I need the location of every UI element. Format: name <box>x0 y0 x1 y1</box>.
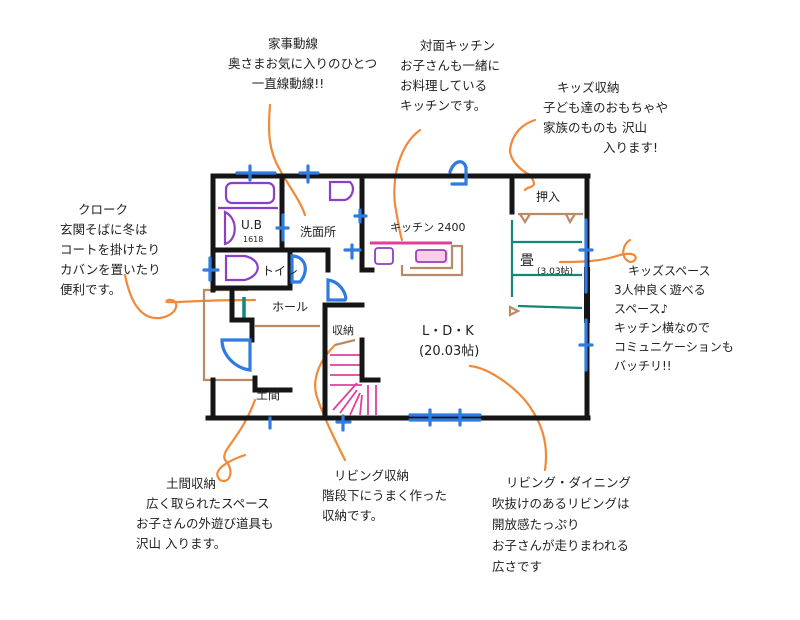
note-kitchen: 対面キッチン お子さんも一緒に お料理している キッチンです。 <box>400 36 500 116</box>
room-label-doma: 土間 <box>256 388 281 402</box>
window-ub <box>235 164 277 182</box>
room-label-washroom: 洗面所 <box>300 225 337 239</box>
note-title: 家事動線 <box>267 36 318 51</box>
walls <box>205 173 591 421</box>
window-tatami <box>578 218 594 294</box>
note-line: コートを掛けたり <box>60 242 161 257</box>
note-title: キッズスペース <box>628 264 711 278</box>
entrance-door <box>220 338 252 372</box>
room-label-storage: 収納 <box>332 324 354 337</box>
windows-doors <box>202 160 594 432</box>
note-line: 開放感たっぷり <box>492 517 580 532</box>
note-housework: 家事動線 奥さまお気に入りのひとつ 一直線動線!! <box>228 34 378 94</box>
note-kids-storage: キッズ収納 子ども達のおもちゃや 家族のものも 沢山 入ります! <box>543 78 668 158</box>
room-label-ub: U.B <box>241 218 262 232</box>
tatami-corner <box>508 305 521 317</box>
washbasin-icon <box>328 180 354 202</box>
room-size-ub: 1618 <box>243 235 264 244</box>
note-line: 3人仲良く遊べる <box>614 283 706 297</box>
bath-fixtures <box>218 180 354 282</box>
door-hall-ldk <box>326 278 348 302</box>
note-line: 子ども達のおもちゃや <box>543 100 669 115</box>
stove-icon <box>374 247 394 265</box>
note-line: お子さんが走りまわれる <box>492 538 629 553</box>
note-line: 広さです <box>492 559 543 574</box>
leader-kids-space <box>558 238 637 264</box>
note-living-dining: リビング・ダイニング 吹抜けのあるリビングは 開放感たっぷり お子さんが走りまわ… <box>492 472 631 577</box>
room-size-tatami: (3.03帖) <box>537 267 574 277</box>
note-line: 家族のものも 沢山 <box>543 120 647 135</box>
sink-icon <box>415 249 447 263</box>
room-size-ldk: (20.03帖) <box>419 344 480 359</box>
window-ldk-bottom <box>408 408 482 427</box>
leader-kids-storage <box>508 118 537 192</box>
door-washroom-hall <box>343 243 362 260</box>
note-line: 収納です。 <box>322 508 384 523</box>
oshiire-rail <box>518 212 583 225</box>
note-line: 玄関そばに冬は <box>60 222 148 237</box>
leader-kitchen <box>393 128 422 242</box>
note-line: 入ります! <box>603 140 659 155</box>
toilet-icon <box>224 254 259 282</box>
note-line: コミュニケーションも <box>614 340 734 354</box>
window-toilet <box>202 256 220 282</box>
note-title: 対面キッチン <box>420 38 496 53</box>
door-toilet <box>290 254 307 284</box>
leader-ldk <box>468 364 548 472</box>
room-label-tatami: 畳 <box>520 253 534 269</box>
note-title: リビング・ダイニング <box>506 475 632 490</box>
note-title: クローク <box>78 202 129 217</box>
note-line: 階段下にうまく作った <box>322 488 448 503</box>
note-line: スペース♪ <box>614 302 669 316</box>
kitchen-back-counter <box>400 244 464 277</box>
note-line: 吹抜けのあるリビングは <box>492 496 630 511</box>
bathtub-icon <box>224 181 276 205</box>
note-title: リビング収納 <box>334 468 410 483</box>
note-line: お子さんの外遊び道具も <box>136 516 274 531</box>
window-ldk-side <box>578 318 594 372</box>
bath-door-icon <box>223 210 236 246</box>
note-line: 広く取られたスペース <box>146 496 270 511</box>
room-label-ldk: L・D・K <box>422 324 474 339</box>
furniture-outlines <box>202 212 583 382</box>
door-ub <box>275 213 290 242</box>
room-label-kitchen: キッチン 2400 <box>390 221 466 234</box>
leader-cloak <box>123 273 257 320</box>
window-stairs <box>335 414 352 432</box>
stair-landing <box>334 338 356 347</box>
note-line: 一直線動線!! <box>251 76 325 91</box>
leader-lines <box>123 103 637 483</box>
note-line: 便利です。 <box>60 282 122 297</box>
room-label-toilet: トイレ <box>262 264 299 278</box>
note-line: 沢山 入ります。 <box>136 536 227 551</box>
note-title: キッズ収納 <box>557 80 620 95</box>
note-line: キッチン横なので <box>614 321 711 335</box>
room-label-hall: ホール <box>272 300 309 314</box>
leader-doma-storage <box>216 398 257 483</box>
door-top <box>448 160 468 186</box>
window-washroom <box>298 164 320 184</box>
room-label-oshiire: 押入 <box>536 190 561 204</box>
note-kids-space: キッズスペース 3人仲良く遊べる スペース♪ キッチン横なので コミュニケーショ… <box>614 262 734 376</box>
stairs <box>330 354 377 416</box>
note-line: 奥さまお気に入りのひとつ <box>228 56 378 71</box>
leader-housework <box>267 103 307 217</box>
note-title: 土間収納 <box>166 476 217 491</box>
note-line: キッチンです。 <box>400 98 487 113</box>
door-washroom-kitchen <box>353 208 368 224</box>
note-living-storage: リビング収納 階段下にうまく作った 収納です。 <box>322 466 447 526</box>
note-doma-storage: 土間収納 広く取られたスペース お子さんの外遊び道具も 沢山 入ります。 <box>136 474 274 554</box>
note-line: カバンを置いたり <box>60 262 161 277</box>
note-line: お料理している <box>400 78 488 93</box>
tatami-lines <box>242 220 583 320</box>
note-line: バッチリ!! <box>614 359 672 373</box>
kitchen-counter <box>370 241 452 265</box>
note-line: お子さんも一緒に <box>400 58 501 73</box>
note-cloak: クローク 玄関そばに冬は コートを掛けたり カバンを置いたり 便利です。 <box>60 200 161 300</box>
